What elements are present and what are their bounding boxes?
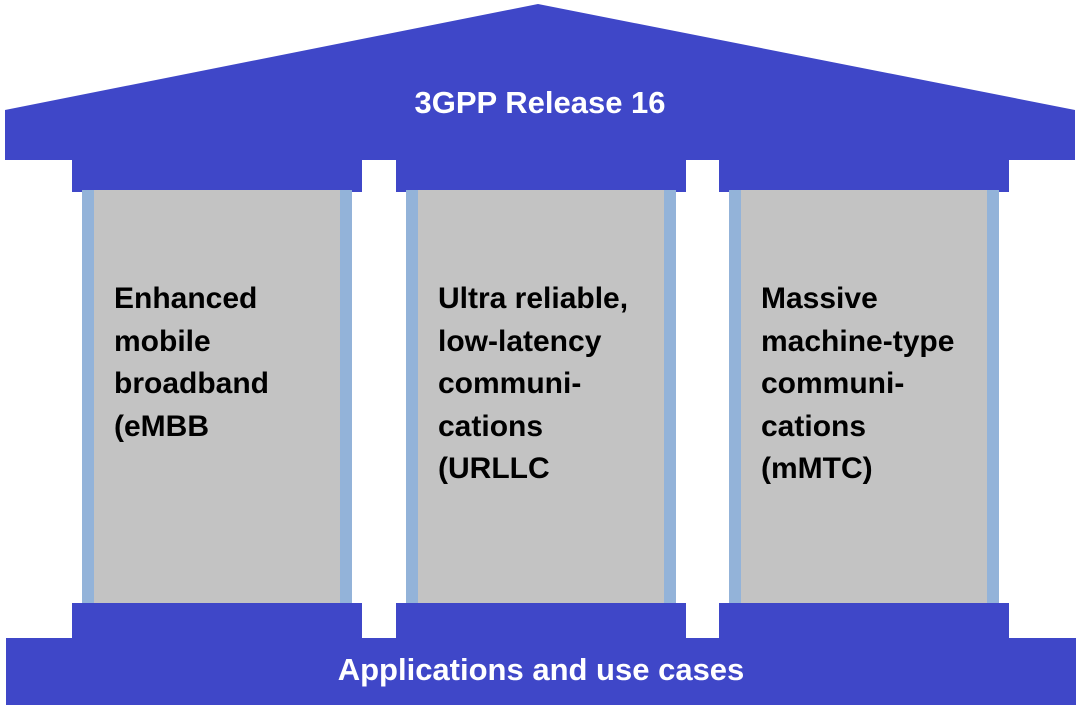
pillar-base-1 <box>72 603 362 640</box>
pillar-base-2 <box>396 603 686 640</box>
pillar-base-3 <box>719 603 1009 640</box>
pillar-urllc: Ultra reliable, low-latency communi- cat… <box>406 190 676 605</box>
pillar-capital-2 <box>396 158 686 192</box>
pillar-mmtc: Massive machine-type communi- cations (m… <box>729 190 999 605</box>
pillar-embb: Enhanced mobile broadband (eMBB <box>82 190 352 605</box>
foundation: Applications and use cases <box>6 638 1076 705</box>
pillar-label-urllc: Ultra reliable, low-latency communi- cat… <box>438 282 629 485</box>
roof-title: 3GPP Release 16 <box>414 85 666 120</box>
foundation-label: Applications and use cases <box>337 652 745 687</box>
pillar-label-embb: Enhanced mobile broadband (eMBB <box>114 282 269 443</box>
roof <box>5 4 1075 160</box>
roof-shape <box>5 4 1075 160</box>
pillar-capital-3 <box>719 158 1009 192</box>
pillar-capital-1 <box>72 158 362 192</box>
pillar-label-mmtc: Massive machine-type communi- cations (m… <box>761 282 955 485</box>
